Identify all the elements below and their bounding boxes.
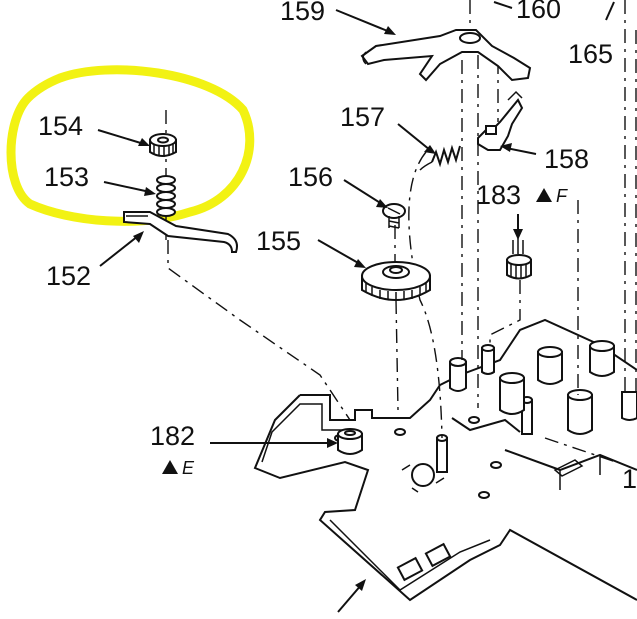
callout-182: 182 bbox=[150, 421, 195, 451]
callout-182-mark: E bbox=[182, 458, 195, 478]
part-158-bracket bbox=[477, 90, 524, 151]
callout-159: 159 bbox=[280, 0, 325, 26]
callout-183-mark: F bbox=[556, 186, 568, 206]
part-153-spring bbox=[156, 175, 176, 217]
part-183-nut bbox=[506, 238, 532, 280]
callout-156: 156 bbox=[288, 162, 333, 192]
part-152-lever bbox=[123, 211, 238, 253]
part-182-nut bbox=[337, 428, 363, 455]
callout-154: 154 bbox=[38, 111, 83, 141]
callout-157: 157 bbox=[340, 102, 385, 132]
callout-153: 153 bbox=[44, 162, 89, 192]
highlight-circle bbox=[6, 65, 255, 226]
callout-183: 183 bbox=[476, 180, 521, 210]
callout-152: 152 bbox=[46, 261, 91, 291]
triangle-mark-icon bbox=[536, 188, 552, 202]
part-156-screw bbox=[382, 203, 406, 229]
callout-165: 165 bbox=[568, 39, 613, 69]
chassis-plate bbox=[253, 318, 637, 602]
callout-edge: 1 bbox=[622, 464, 637, 494]
callout-labels: 159 160 165 157 158 154 153 156 183 F 15… bbox=[38, 0, 637, 494]
triangle-mark-icon bbox=[162, 460, 178, 474]
part-155-gear bbox=[361, 261, 431, 301]
callout-155: 155 bbox=[256, 226, 301, 256]
part-154-nut bbox=[149, 133, 177, 157]
part-159-lever bbox=[360, 29, 532, 82]
callout-158: 158 bbox=[544, 144, 589, 174]
assembly-lines bbox=[165, 0, 637, 463]
callout-160: 160 bbox=[516, 0, 561, 24]
leader-arrows bbox=[97, 1, 615, 613]
part-157-spring bbox=[419, 144, 461, 171]
